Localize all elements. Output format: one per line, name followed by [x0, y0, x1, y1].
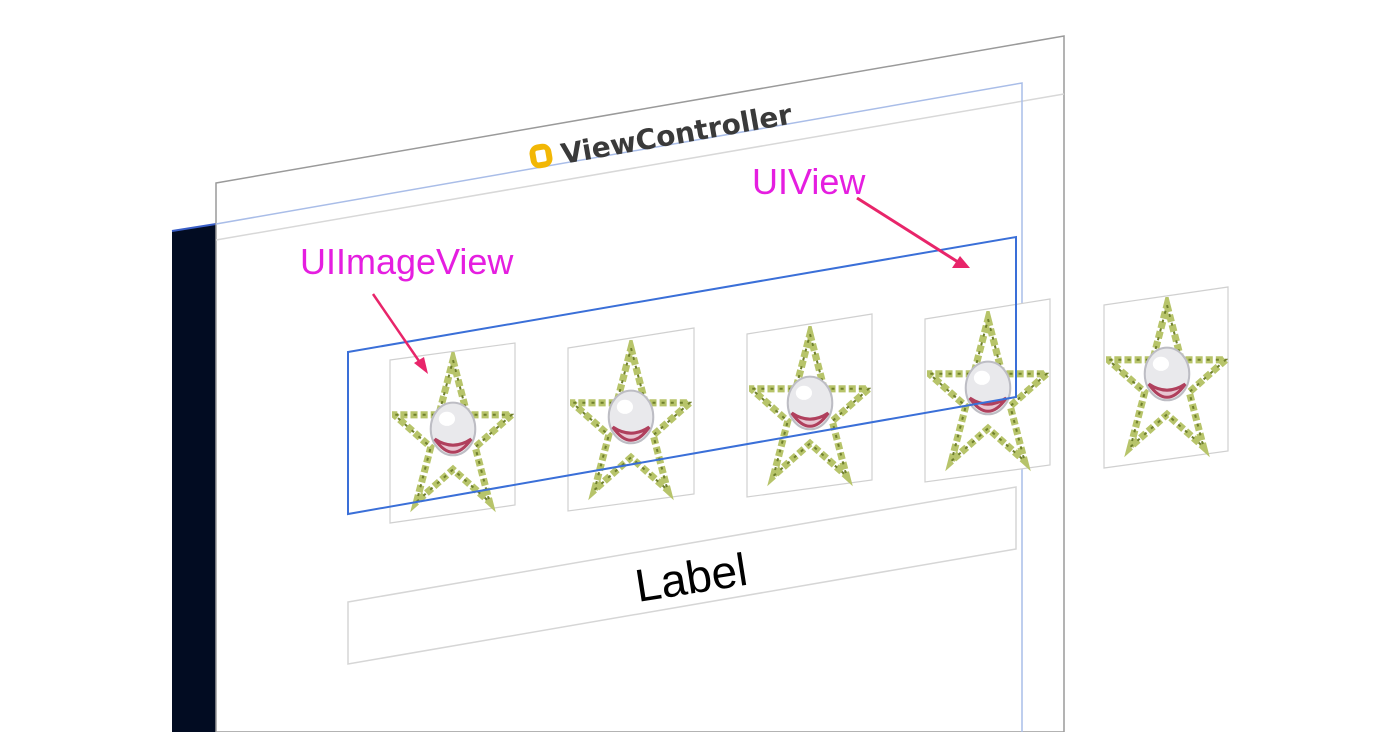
image-view-4[interactable]: [924, 298, 1051, 483]
image-view-2[interactable]: [567, 327, 695, 512]
image-view-1[interactable]: [389, 342, 516, 524]
annotation-uiview: UIView: [752, 161, 970, 268]
image-view-5[interactable]: [1103, 286, 1229, 469]
window-edge: [172, 224, 216, 732]
annotation-arrow: [856, 196, 959, 264]
annotation-uiview-text: UIView: [752, 161, 866, 202]
annotation-uiimageview: UIImageView: [300, 241, 514, 374]
safe-area-outline: [215, 82, 1023, 732]
arrowhead-icon: [414, 357, 428, 374]
annotation-arrow: [371, 293, 423, 365]
arrowhead-icon: [952, 256, 970, 268]
image-view-3[interactable]: [746, 313, 873, 498]
annotation-uiimageview-text: UIImageView: [300, 241, 514, 282]
stack-view-outline[interactable]: [347, 235, 1017, 516]
view-controller-icon: [529, 143, 553, 169]
